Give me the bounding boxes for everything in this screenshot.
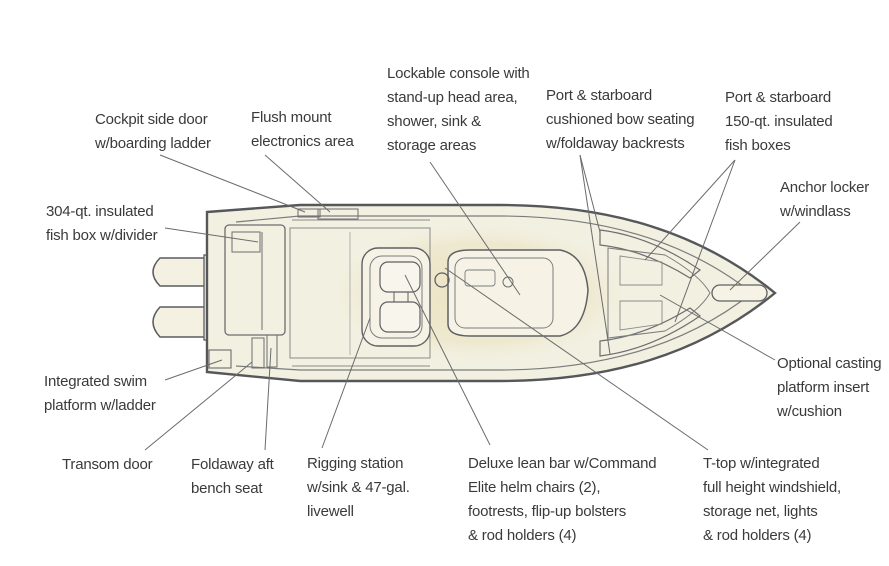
callout-rigging-station: Rigging station w/sink & 47-gal. livewel…	[307, 455, 410, 520]
transom-door	[251, 337, 265, 369]
callout-transom-door: Transom door	[62, 456, 153, 473]
electronics-area	[317, 208, 359, 220]
leader-lines	[144, 154, 801, 451]
fish-box-150-port	[619, 255, 663, 286]
bow-seating-port	[599, 229, 702, 279]
callout-console: Lockable console with stand-up head area…	[387, 65, 530, 154]
callout-casting-platform: Optional casting platform insert w/cushi…	[777, 355, 882, 420]
callout-anchor-locker: Anchor locker w/windlass	[780, 179, 870, 220]
steering-wheel	[434, 272, 450, 288]
bow-seating-starboard	[599, 307, 702, 357]
helm-chair-port	[379, 261, 421, 293]
cockpit-side-door	[297, 208, 321, 218]
callout-lean-bar: Deluxe lean bar w/Command Elite helm cha…	[468, 455, 657, 544]
anchor-locker	[711, 284, 768, 302]
casting-platform	[607, 247, 711, 339]
callout-ttop: T-top w/integrated full height windshiel…	[703, 455, 841, 544]
callout-swim-platform: Integrated swim platform w/ladder	[44, 373, 156, 414]
bench-seat	[266, 334, 278, 368]
swim-platform	[208, 349, 232, 369]
callout-fish-box-304: 304-qt. insulated fish box w/divider	[46, 203, 158, 244]
callout-bench-seat: Foldaway aft bench seat	[191, 456, 274, 497]
callout-flush-mount: Flush mount electronics area	[251, 109, 354, 150]
callout-fish-boxes-150: Port & starboard 150-qt. insulated fish …	[725, 89, 833, 154]
helm-chair-starboard	[379, 301, 421, 333]
cockpit-floor	[289, 227, 431, 359]
center-console	[447, 249, 589, 337]
callout-bow-seating: Port & starboard cushioned bow seating w…	[546, 87, 695, 152]
fish-box-150-starboard	[619, 300, 663, 331]
callout-cockpit-door: Cockpit side door w/boarding ladder	[95, 111, 211, 152]
fish-box-304	[224, 224, 286, 336]
